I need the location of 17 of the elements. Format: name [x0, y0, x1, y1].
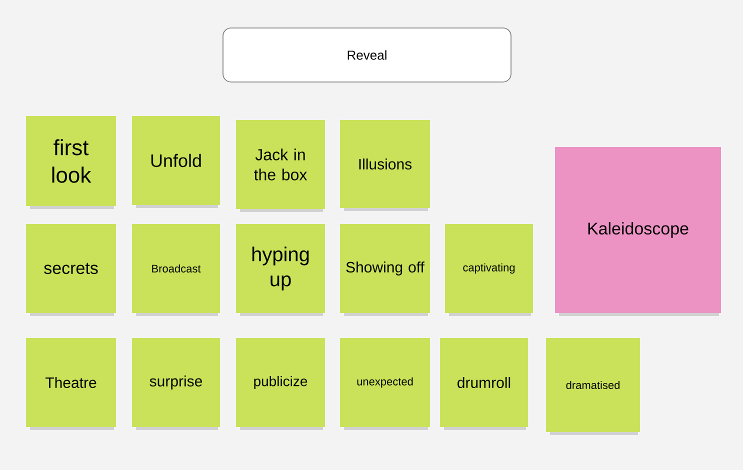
- sticky-note: dramatised: [546, 338, 640, 435]
- title-box: Reveal: [222, 28, 512, 82]
- sticky-note: Broadcast: [132, 224, 220, 316]
- sticky-note: captivating: [445, 224, 533, 316]
- sticky-note: Unfold: [132, 116, 220, 208]
- sticky-note: unexpected: [340, 338, 430, 430]
- sticky-note: surprise: [132, 338, 220, 430]
- sticky-note: drumroll: [440, 338, 528, 430]
- sticky-note: Illusions: [340, 120, 430, 211]
- sticky-note: Showing off: [340, 224, 430, 316]
- sticky-note: secrets: [26, 224, 116, 316]
- sticky-note: Theatre: [26, 338, 116, 430]
- sticky-note: first look: [26, 116, 116, 209]
- sticky-note: publicize: [236, 338, 325, 430]
- sticky-note: Jack in the box: [236, 120, 325, 212]
- sticky-note: Kaleidoscope: [555, 147, 721, 316]
- sticky-note: hyping up: [236, 224, 325, 316]
